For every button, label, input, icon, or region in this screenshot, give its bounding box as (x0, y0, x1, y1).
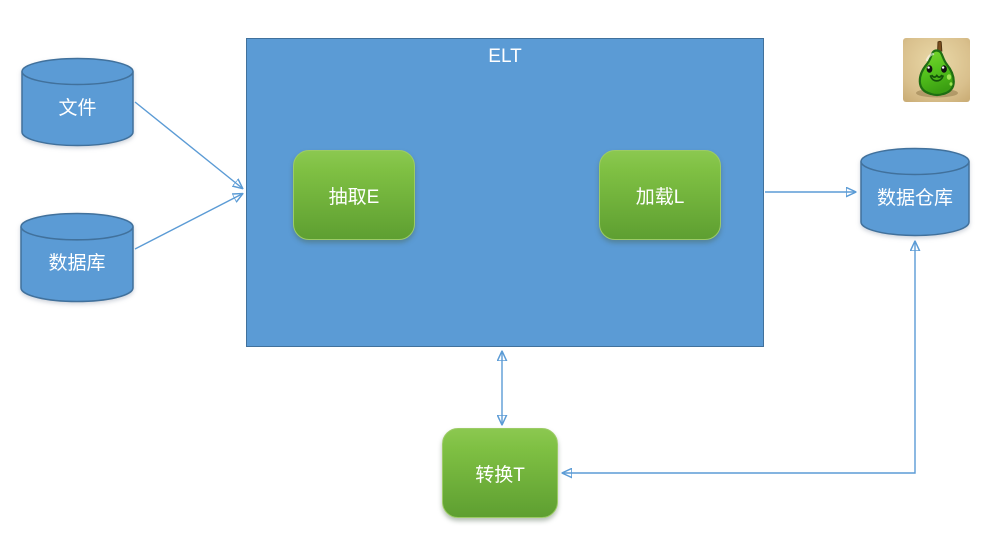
cylinder-shape (20, 212, 134, 303)
node-transform-label: 转换T (475, 464, 525, 486)
node-load-label: 加载L (635, 186, 685, 208)
node-extract-label: 抽取E (328, 186, 380, 208)
node-warehouse-cylinder: 数据仓库 (860, 147, 970, 237)
node-file-label: 文件 (58, 97, 97, 119)
node-warehouse-label: 数据仓库 (876, 187, 953, 209)
node-load-box: 加载L (599, 150, 721, 240)
cylinder-shape (860, 147, 970, 237)
node-database-cylinder: 数据库 (20, 212, 134, 303)
node-extract-box: 抽取E (293, 150, 415, 240)
edge-file-to-elt (134, 101, 242, 188)
pear-mascot-icon (903, 38, 970, 102)
edge-database-to-elt (134, 194, 242, 250)
node-database-label: 数据库 (48, 253, 106, 274)
cylinder-shape (21, 57, 134, 147)
node-file-cylinder: 文件 (21, 57, 134, 147)
node-transform-box: 转换T (442, 428, 558, 518)
elt-container-label: ELT (488, 46, 522, 67)
